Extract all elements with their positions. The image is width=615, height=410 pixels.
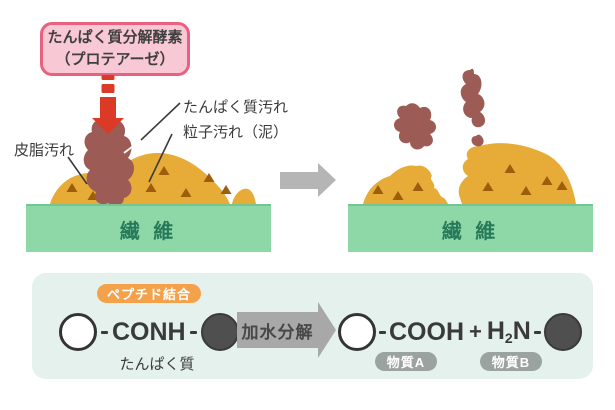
particle-triangle [482,182,494,191]
protein-caption: たんぱく質 [119,356,195,373]
after-wash-illustration [363,68,576,204]
particle-triangle [412,182,424,191]
protein-molecule-group: CONH [59,313,239,351]
sebum-stain-right-piece [458,143,576,204]
protein-fragment-diagonal [394,103,436,150]
sebum-stain-shape [50,153,256,204]
plus-sign: + [469,319,482,344]
bond-line [533,330,541,334]
protease-callout: たんぱく質分解酵素 （プロテアーゼ） [40,22,190,76]
bond-line [189,330,197,334]
fiber-label: 繊 維 [119,220,178,243]
particle-triangle [203,173,215,182]
transform-arrow-body [280,172,318,189]
cooh-formula: COOH [389,317,464,346]
products-molecule-group: COOH + H2N [338,313,582,351]
before-wash-illustration [50,75,256,206]
particle-stain-label: 粒子汚れ（泥） [183,124,289,141]
molecule-circle-dark [543,313,582,351]
leader-line-particle [148,133,173,183]
particle-triangle [504,164,516,173]
fiber-label: 繊 維 [441,220,500,243]
particle-triangle [541,176,553,185]
fiber-bar-before: 繊 維 [26,204,271,252]
leader-line-protein-inner [123,139,142,154]
substance-b-pill: 物質B [480,352,542,371]
protein-stain-label: たんぱく質汚れ [183,99,289,116]
bond-line [101,330,108,334]
h2n-formula: H2N [486,317,531,346]
red-down-arrow-icon [92,75,124,134]
particle-triangle [556,181,568,190]
substance-a-pill: 物質A [375,352,437,371]
hydrolysis-arrow-body: 加水分解 [237,312,318,348]
h2n-subscript: 2 [504,330,513,346]
protein-fragment-vertical [460,68,486,128]
fiber-bar-after: 繊 維 [348,204,593,252]
molecule-circle-white [338,313,376,351]
leader-line-protein [140,102,181,141]
hydrolysis-label: 加水分解 [241,322,314,342]
conh-formula: CONH [112,317,186,346]
particle-triangle [180,188,192,197]
particle-triangle [372,185,384,194]
particle-triangle [392,191,404,200]
protein-fragment-dot [471,134,484,147]
sebum-stain-label: 皮脂汚れ [14,142,75,159]
hydrolysis-arrow-icon: 加水分解 [237,302,336,358]
molecule-circle-dark [200,313,239,351]
bond-line [379,330,386,334]
callout-line2: （プロテアーゼ） [55,51,175,68]
peptide-bond-pill: ペプチド結合 [97,284,201,303]
leader-line-sebum [67,156,88,185]
molecule-circle-white [59,313,97,351]
particle-triangle [158,166,170,175]
particle-triangle [220,185,232,194]
chemistry-panel: ペプチド結合 CONH たんぱく質 加水分解 COOH + H2N 物質A 物質… [32,273,593,379]
particle-triangle [145,183,157,192]
transform-arrow-head [318,163,336,197]
sebum-stain-left-piece [363,165,448,204]
particle-triangle [520,186,532,195]
particle-triangle [66,183,78,192]
callout-line1: たんぱく質分解酵素 [47,29,183,47]
transform-arrow-icon [280,163,336,198]
hydrolysis-arrow-head [318,302,336,358]
protein-stain-blob [83,117,134,206]
